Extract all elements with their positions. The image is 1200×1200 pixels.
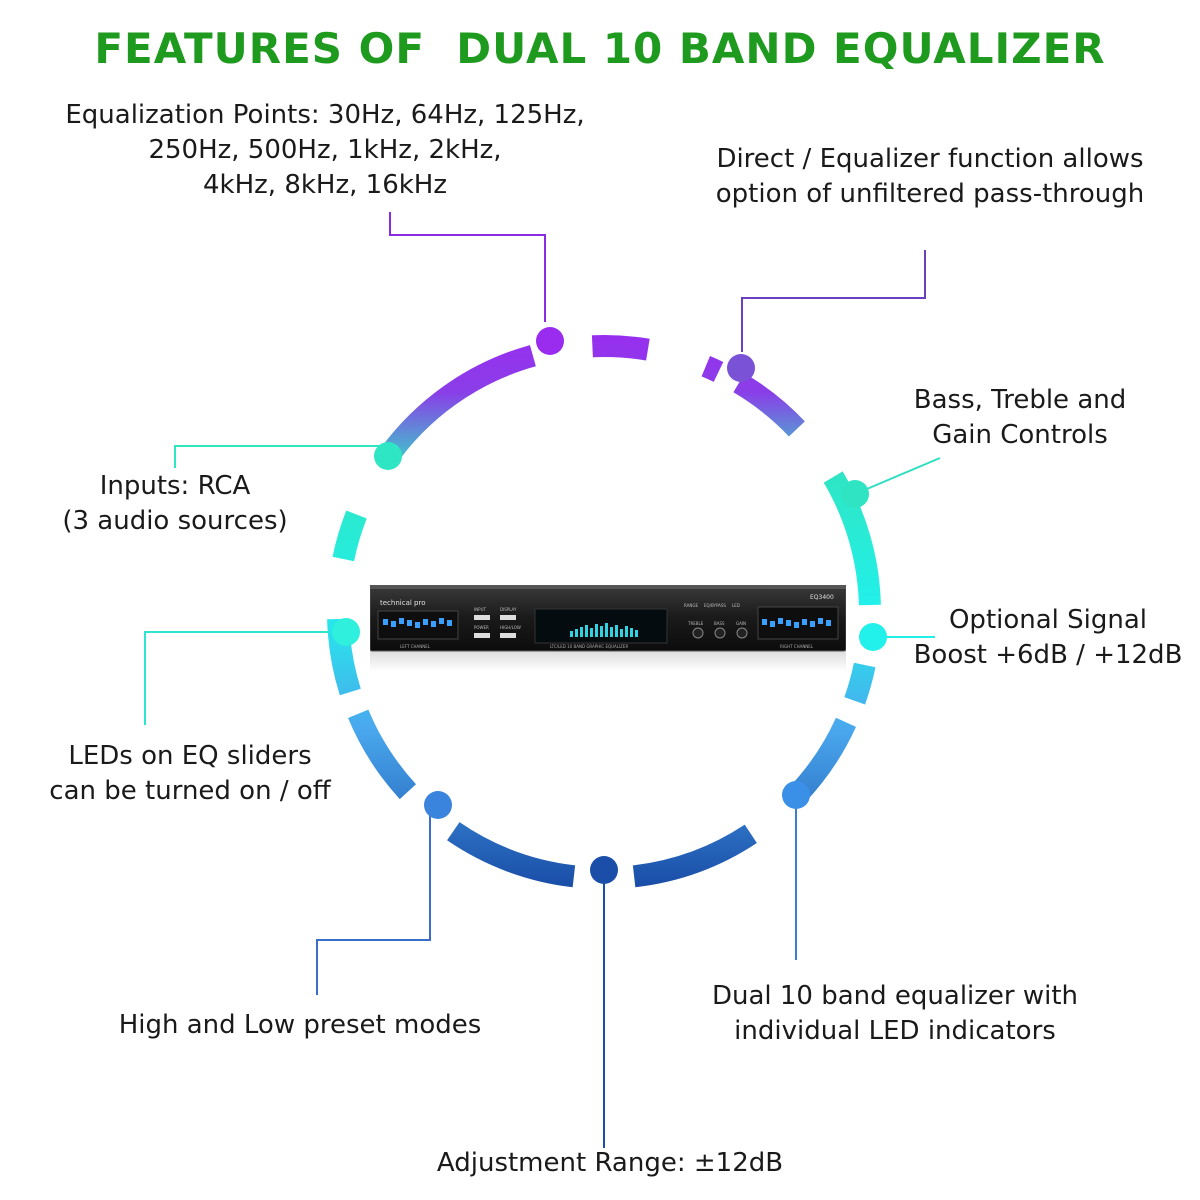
- ring-arc-segment: [823, 471, 881, 606]
- ring-arc-segment: [447, 822, 576, 888]
- node-dot-bass-treble: [841, 480, 869, 508]
- svg-text:TREBLE: TREBLE: [687, 621, 704, 626]
- device-buttons: INPUT DISPLAY POWER HIGH/LOW: [474, 607, 521, 638]
- connector-leds: [144, 631, 330, 725]
- svg-text:GAIN: GAIN: [736, 621, 746, 626]
- ring-arc-segment: [632, 824, 757, 888]
- connector-direct: [741, 250, 926, 352]
- svg-text:RANGE: RANGE: [684, 603, 698, 608]
- svg-text:LED: LED: [732, 603, 740, 608]
- right-eq-sliders: [757, 606, 839, 640]
- node-dot-adjustment: [590, 856, 618, 884]
- lcd-display: [534, 608, 668, 644]
- ring-arc-segment: [332, 510, 367, 562]
- spectrum-bars: [570, 623, 638, 637]
- ring-arc-segment: [591, 335, 650, 361]
- feature-dual-band: Dual 10 band equalizer with individual L…: [711, 981, 1079, 1046]
- feature-signal-boost: Optional Signal Boost +6dB / +12dB: [913, 605, 1183, 670]
- node-dot-leds: [332, 618, 360, 646]
- feature-presets: High and Low preset modes: [118, 1010, 482, 1040]
- feature-bass-treble-gain: Bass, Treble and Gain Controls: [913, 385, 1127, 450]
- device-brand: technical pro: [380, 599, 425, 607]
- svg-text:HIGH/LOW: HIGH/LOW: [500, 625, 521, 630]
- node-dot-dual-band: [782, 781, 810, 809]
- device-controls: RANGE EQ/BYPASS LED TREBLE BASS GAIN: [684, 603, 748, 639]
- node-dot-inputs: [374, 442, 402, 470]
- svg-text:BASS: BASS: [714, 621, 725, 626]
- connector-presets: [316, 805, 431, 995]
- feature-direct-equalizer: Direct / Equalizer function allows optio…: [715, 144, 1145, 209]
- device-model: EQ3400: [810, 594, 834, 601]
- svg-text:DISPLAY: DISPLAY: [500, 607, 517, 612]
- feature-inputs-rca: Inputs: RCA (3 audio sources): [62, 471, 288, 536]
- feature-leds: LEDs on EQ sliders can be turned on / of…: [49, 741, 331, 806]
- ring-arc-segment: [844, 662, 876, 705]
- svg-text:POWER: POWER: [474, 625, 489, 630]
- device-subtitle: LTC/LED 10 BAND GRAPHIC EQUALIZER: [550, 644, 628, 649]
- left-channel-label: LEFT CHANNEL: [400, 644, 431, 649]
- feature-adjustment-range: Adjustment Range: ±12dB: [436, 1148, 784, 1178]
- svg-text:EQ/BYPASS: EQ/BYPASS: [704, 603, 726, 608]
- ring-arc-segment: [701, 356, 724, 382]
- ring-arc-segment: [348, 709, 417, 800]
- connector-inputs: [174, 445, 385, 468]
- page-title: FEATURES OF DUAL 10 BAND EQUALIZER: [94, 24, 1106, 73]
- node-dot-direct: [727, 354, 755, 382]
- ring-arcs: [327, 335, 881, 888]
- node-dot-eq-points: [536, 327, 564, 355]
- right-channel-label: RIGHT CHANNEL: [780, 644, 814, 649]
- node-dot-boost: [859, 623, 887, 651]
- connector-eq-points: [389, 212, 546, 322]
- left-eq-sliders: [377, 610, 459, 640]
- connector-bass-treble: [854, 457, 941, 495]
- svg-text:INPUT: INPUT: [474, 607, 487, 612]
- node-dot-presets: [424, 791, 452, 819]
- ring-arc-segment: [375, 345, 536, 468]
- feature-eq-points: Equalization Points: 30Hz, 64Hz, 125Hz, …: [65, 100, 585, 200]
- ring-arc-segment: [733, 373, 805, 437]
- equalizer-device-image: technical pro LEFT CHANNEL INPUT DISPLAY…: [370, 585, 846, 671]
